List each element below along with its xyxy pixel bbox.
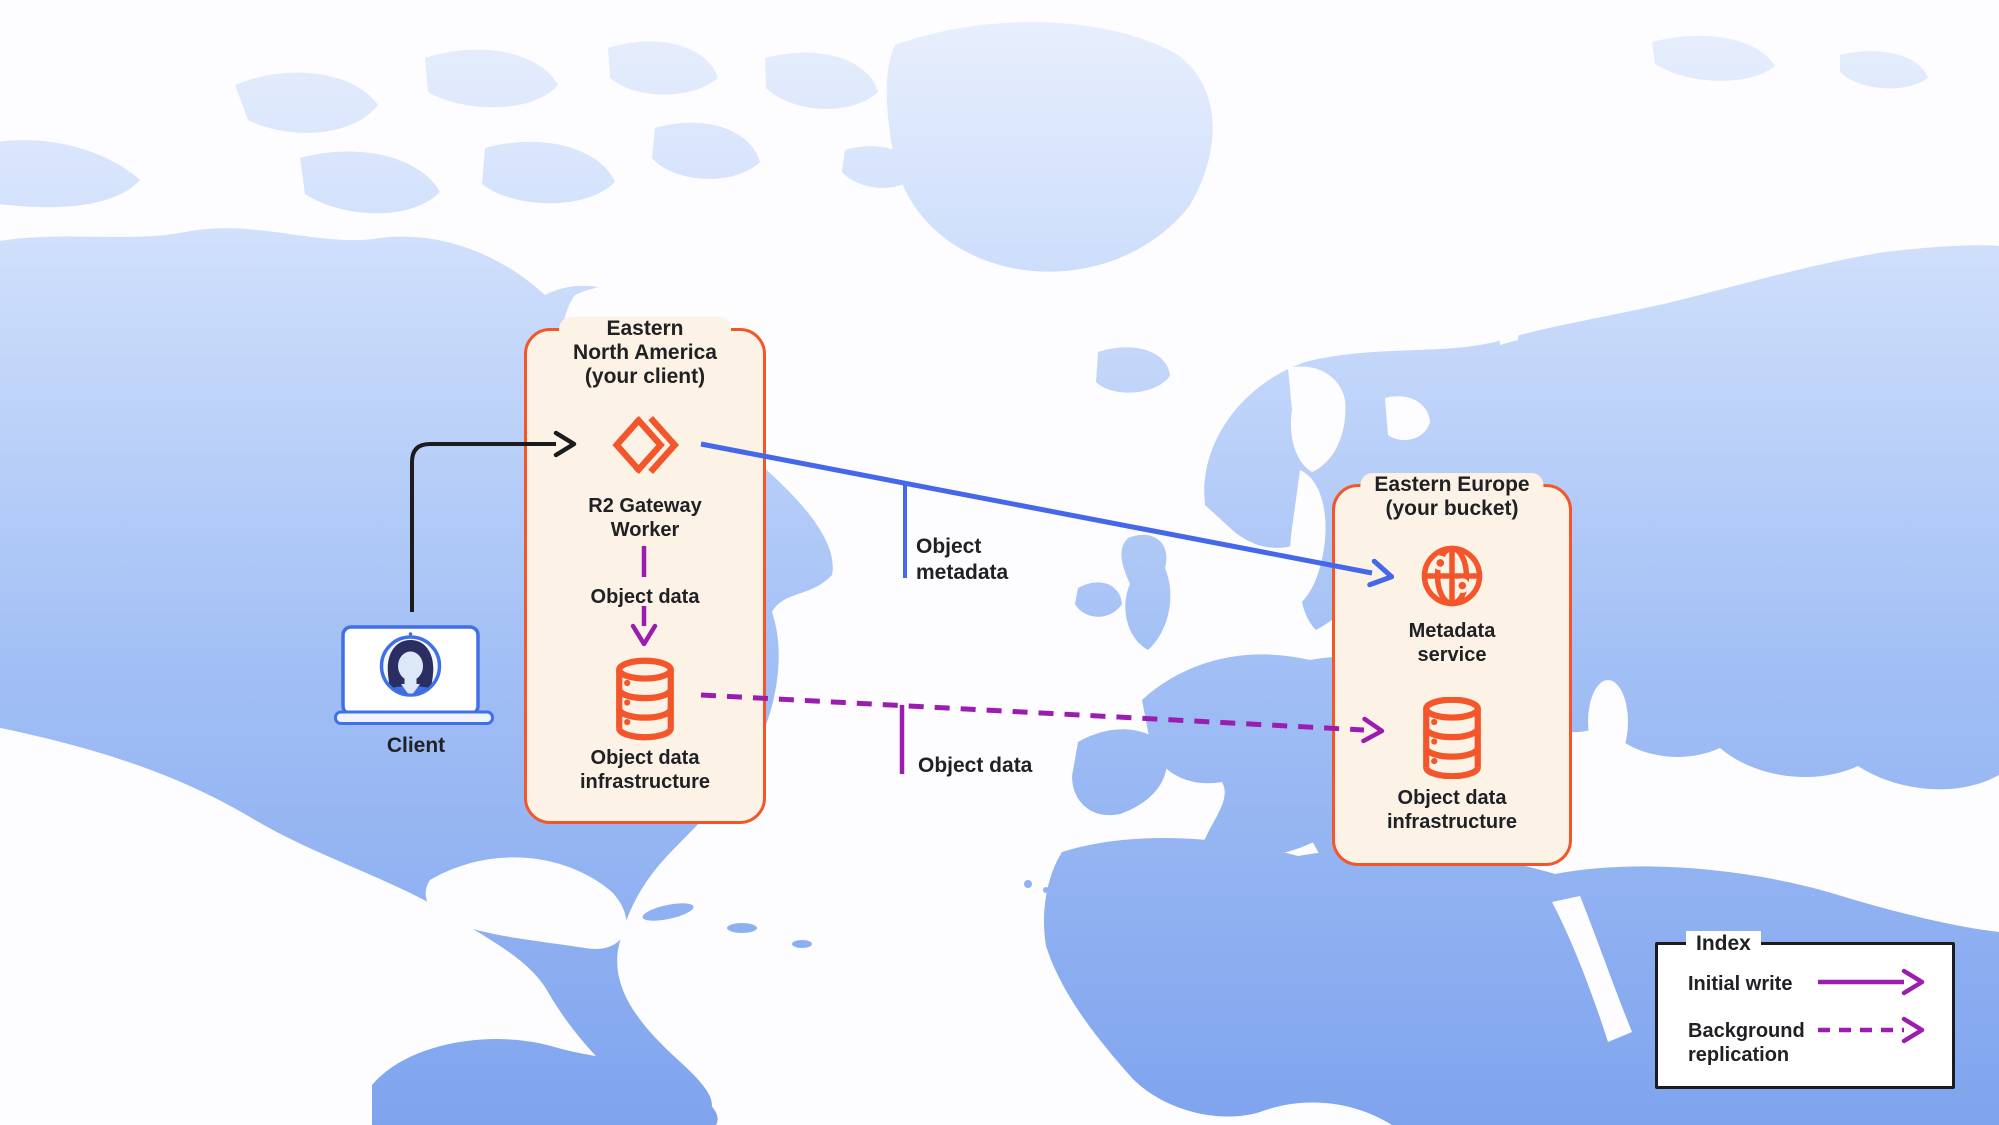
object-data-infrastructure-icon [1423,697,1481,779]
legend-title: Index [1686,931,1761,957]
region-title-line: Eastern [606,317,684,340]
object-data-infrastructure-label: Object data infrastructure [580,746,710,794]
island-ireland [1075,582,1122,617]
arctic-island [235,72,378,133]
object-data-flow-label: Object data [918,754,1033,777]
region-title-eastern-north-america: Eastern North America (your client) [559,317,731,392]
arctic-island [1652,35,1775,81]
gulf-of-mexico [425,857,627,949]
object-data-step-label: Object data [590,586,700,608]
red-sea [1552,896,1632,1042]
object-data-infrastructure-label: Object data infrastructure [1387,786,1517,834]
arctic-island [425,49,558,108]
laptop-camera-dot [408,632,413,636]
legend-item-initial-write: Initial write [1688,973,1793,995]
arctic-island [765,52,878,109]
label-line: infrastructure [579,771,711,793]
label-line: Worker [610,519,680,541]
region-title-line: (your client) [584,365,706,388]
region-title-line: Eastern Europe [1374,473,1530,496]
object-metadata-flow-label: Object metadata [916,534,1008,586]
continent-eurasia-north [1204,245,1999,790]
avatar-person-icon [383,640,438,694]
label-line: metadata [916,561,1009,584]
label-line: Object data [1397,787,1507,809]
metadata-service-label: Metadata service [1409,619,1496,667]
r2-gateway-worker-label: R2 Gateway Worker [588,494,701,542]
label-line: Object data [590,747,700,769]
island-caribbean [792,940,812,948]
laptop-icon [334,625,494,725]
legend-box: Index Initial write Background replicati… [1655,931,1955,1089]
continent-alaska [0,140,140,208]
island-canary [1024,880,1032,888]
arctic-island [1840,51,1928,89]
label-line: infrastructure [1386,811,1518,833]
label-line: Background [1688,1020,1805,1042]
region-title-line: (your bucket) [1385,497,1519,520]
arctic-island [482,141,615,204]
arctic-island [300,151,440,214]
arctic-strait [1492,255,1520,345]
label-line: replication [1688,1044,1790,1066]
arctic-island [652,122,760,179]
r2-gateway-worker-icon [612,415,679,475]
arctic-island [608,41,718,95]
continent-south-america [372,1039,718,1125]
white-sea [1385,396,1430,441]
label-line: R2 Gateway [588,495,702,517]
caspian-sea [1588,680,1628,764]
island-hispaniola [727,923,757,933]
metadata-service-icon [1421,545,1483,607]
island-great-britain [1121,534,1171,650]
client-label: Client [386,734,446,757]
region-box-eastern-north-america: Eastern North America (your client) R2 G… [524,317,766,824]
island-iceland [1096,347,1170,393]
region-title-eastern-europe: Eastern Europe (your bucket) [1360,473,1544,524]
label-line: Metadata [1408,620,1496,642]
region-title-line: North America [573,341,717,364]
laptop-base [334,710,494,725]
label-line: Object [916,535,982,558]
island-cuba [642,903,694,921]
region-box-eastern-europe: Eastern Europe (your bucket) Metadata se… [1332,473,1572,866]
object-data-infrastructure-icon [616,657,674,741]
continent-greenland [886,22,1213,272]
island-canary [1043,887,1049,893]
legend-item-background-replication: Background replication [1688,1019,1805,1067]
label-line: service [1417,644,1487,666]
peninsula-iberia [1072,729,1168,816]
